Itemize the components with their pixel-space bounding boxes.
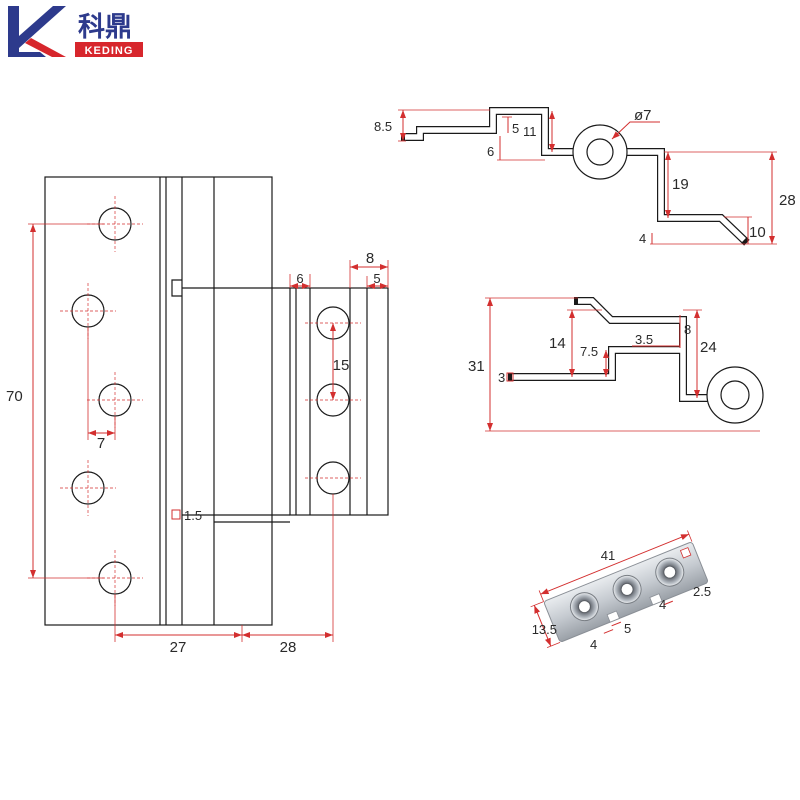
dimension-label: 7.5 xyxy=(580,344,598,359)
logo-badge xyxy=(75,42,143,57)
dimension-8: 8 xyxy=(349,250,389,288)
dimension-label: 5 xyxy=(373,271,380,286)
dimension-label: 14 xyxy=(549,335,566,352)
dimension-label: 8 xyxy=(684,322,691,337)
knuckle-pin xyxy=(720,380,750,410)
dimension-label: 4 xyxy=(590,637,597,652)
plate-slot xyxy=(606,610,620,623)
hinge-outline xyxy=(44,176,273,626)
dimension-label: 13.5 xyxy=(532,622,557,637)
countersunk-hole xyxy=(569,592,599,622)
dimension-5-step: 5 xyxy=(502,116,519,136)
dimension-6: 6 xyxy=(289,271,311,289)
dimension-label: ø7 xyxy=(634,107,652,124)
flag-leaf xyxy=(289,287,389,516)
dimension-6-offset: 6 xyxy=(487,136,545,161)
dimension-label: 70 xyxy=(6,388,23,405)
brand-logo: 科鼎 KEDING xyxy=(8,6,143,57)
dimension-label: 24 xyxy=(700,339,717,356)
dimension-70: 70 xyxy=(6,223,104,579)
pin-notch xyxy=(171,279,182,297)
dimension-label: 31 xyxy=(468,358,485,375)
dimension-28: 28 xyxy=(242,494,334,656)
dimension-label: 19 xyxy=(672,176,689,193)
logo-chinese-text: 科鼎 xyxy=(78,12,132,43)
dimension-7: 7 xyxy=(87,327,116,452)
dimension-11: 11 xyxy=(523,111,555,152)
dimension-31: 31 xyxy=(468,297,760,432)
dimension-1-5: 1.5 xyxy=(171,508,202,523)
plate-slot xyxy=(649,593,663,606)
dimension-label: 8.5 xyxy=(374,119,392,134)
dimension-label: 6 xyxy=(487,144,494,159)
logo-mark-upper-stroke xyxy=(19,6,66,48)
dimension-24: 24 xyxy=(683,309,717,398)
logo-english-text: KEDING xyxy=(85,45,134,57)
mounting-plate: 41 13.5 4 5 4 2.5 xyxy=(530,530,711,652)
dimension-28-profile: 28 xyxy=(650,151,796,245)
front-view: 70 7 15 1.5 27 28 xyxy=(6,176,389,656)
profile-view-top: 8.5 5 6 11 ø7 19 28 xyxy=(374,107,796,246)
profile-view-middle: 31 14 7.5 3.5 8 24 3 xyxy=(468,297,764,432)
logo-mark-lower-stroke xyxy=(25,38,66,57)
dimension-label: 28 xyxy=(779,192,796,209)
dimension-label: 11 xyxy=(523,124,537,139)
dimension-pin-diameter: ø7 xyxy=(611,107,660,140)
dimension-label: 5 xyxy=(624,621,631,636)
logo-mark-base xyxy=(8,52,46,57)
dimension-8-profile: 8 xyxy=(679,315,691,348)
dimension-27: 27 xyxy=(114,594,243,656)
logo-mark-bar xyxy=(8,6,19,57)
dimension-3-5: 3.5 xyxy=(632,332,680,347)
dimension-label: 3 xyxy=(498,370,505,385)
dimension-label: 41 xyxy=(601,548,615,563)
dimension-4-foot: 4 xyxy=(639,231,653,246)
dimension-label: 28 xyxy=(280,639,297,656)
dimension-label: 3.5 xyxy=(635,332,653,347)
dimension-label: 7 xyxy=(97,435,105,452)
dimension-10: 10 xyxy=(724,216,766,244)
dimension-label: 15 xyxy=(333,357,350,374)
dimension-label: 8 xyxy=(366,250,374,267)
knuckle-pin xyxy=(586,138,614,166)
dimension-label: 4 xyxy=(639,231,646,246)
dimension-8-5: 8.5 xyxy=(374,109,490,142)
dimension-label: 2.5 xyxy=(693,584,711,599)
dimension-3: 3 xyxy=(498,370,514,385)
dimension-14: 14 xyxy=(549,309,602,377)
dimension-label: 5 xyxy=(512,121,519,136)
screw-hole xyxy=(60,283,116,339)
screw-hole xyxy=(60,460,116,516)
dimension-label: 6 xyxy=(296,271,303,286)
dimension-5: 5 xyxy=(366,271,388,289)
dimension-label: 10 xyxy=(749,224,766,241)
dimension-7-5: 7.5 xyxy=(580,344,609,377)
screw-hole xyxy=(305,461,361,495)
dimension-19: 19 xyxy=(665,152,689,218)
dimension-15: 15 xyxy=(330,323,350,400)
dimension-label: 1.5 xyxy=(184,508,202,523)
dimension-label: 27 xyxy=(170,639,187,656)
dimension-label: 4 xyxy=(659,597,666,612)
